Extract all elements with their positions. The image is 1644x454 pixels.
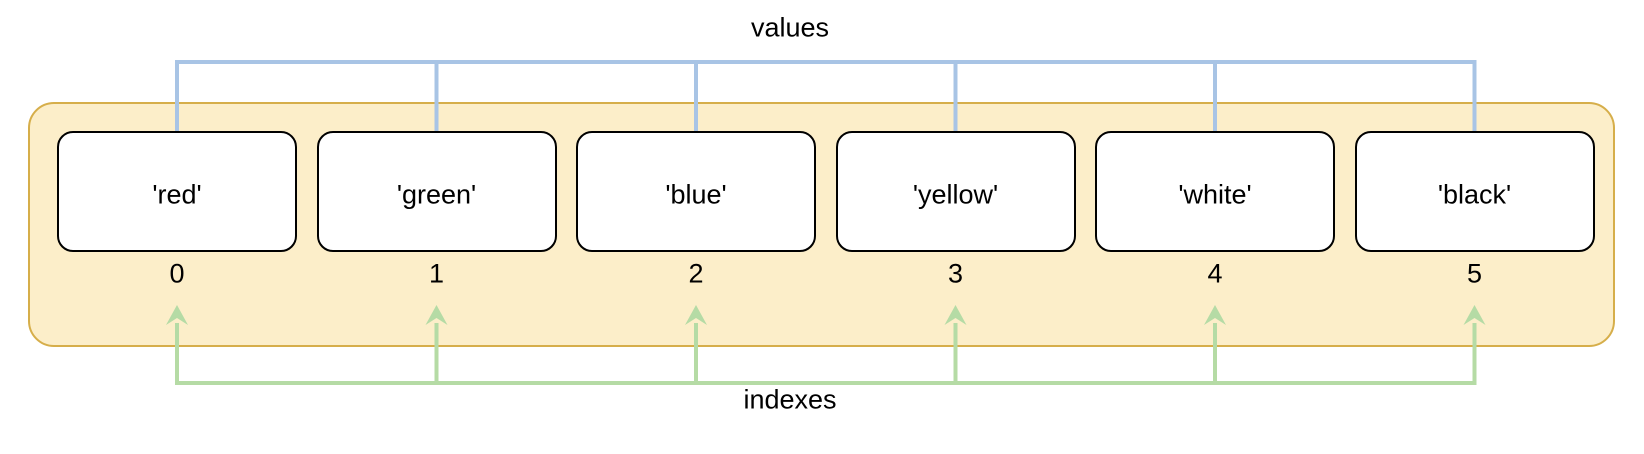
array-cell [316,131,557,252]
arrowhead-up-icon [1463,305,1486,325]
arrowhead-up-icon [685,305,707,325]
array-cell-value: 'yellow' [912,179,999,209]
array-cell-value: 'green' [396,179,477,209]
indexes-label: indexes [743,384,837,415]
array-cell-value: 'black' [1437,179,1512,209]
array-cell [835,131,1076,252]
array-index-label: 1 [428,258,445,289]
indexes-arrow-group [166,305,1486,385]
array-cell-value: 'blue' [665,179,727,209]
array-cell [57,131,297,252]
array-index-label: 3 [947,258,964,289]
array-index-label: 0 [169,258,185,289]
array-index-label: 2 [688,258,704,289]
arrowhead-up-icon [166,305,188,325]
array-cell [1095,131,1335,252]
array-index-label: 4 [1207,258,1223,289]
array-cell-value: 'white' [1178,179,1252,209]
arrowhead-up-icon [425,305,448,325]
array-index-label: 5 [1466,258,1483,289]
array-cell [576,131,816,252]
array-cell-value: 'red' [152,179,202,209]
array-cell [1354,131,1595,252]
arrowhead-up-icon [1204,305,1226,325]
arrowhead-up-icon [944,305,967,325]
values-label: values [750,12,830,43]
